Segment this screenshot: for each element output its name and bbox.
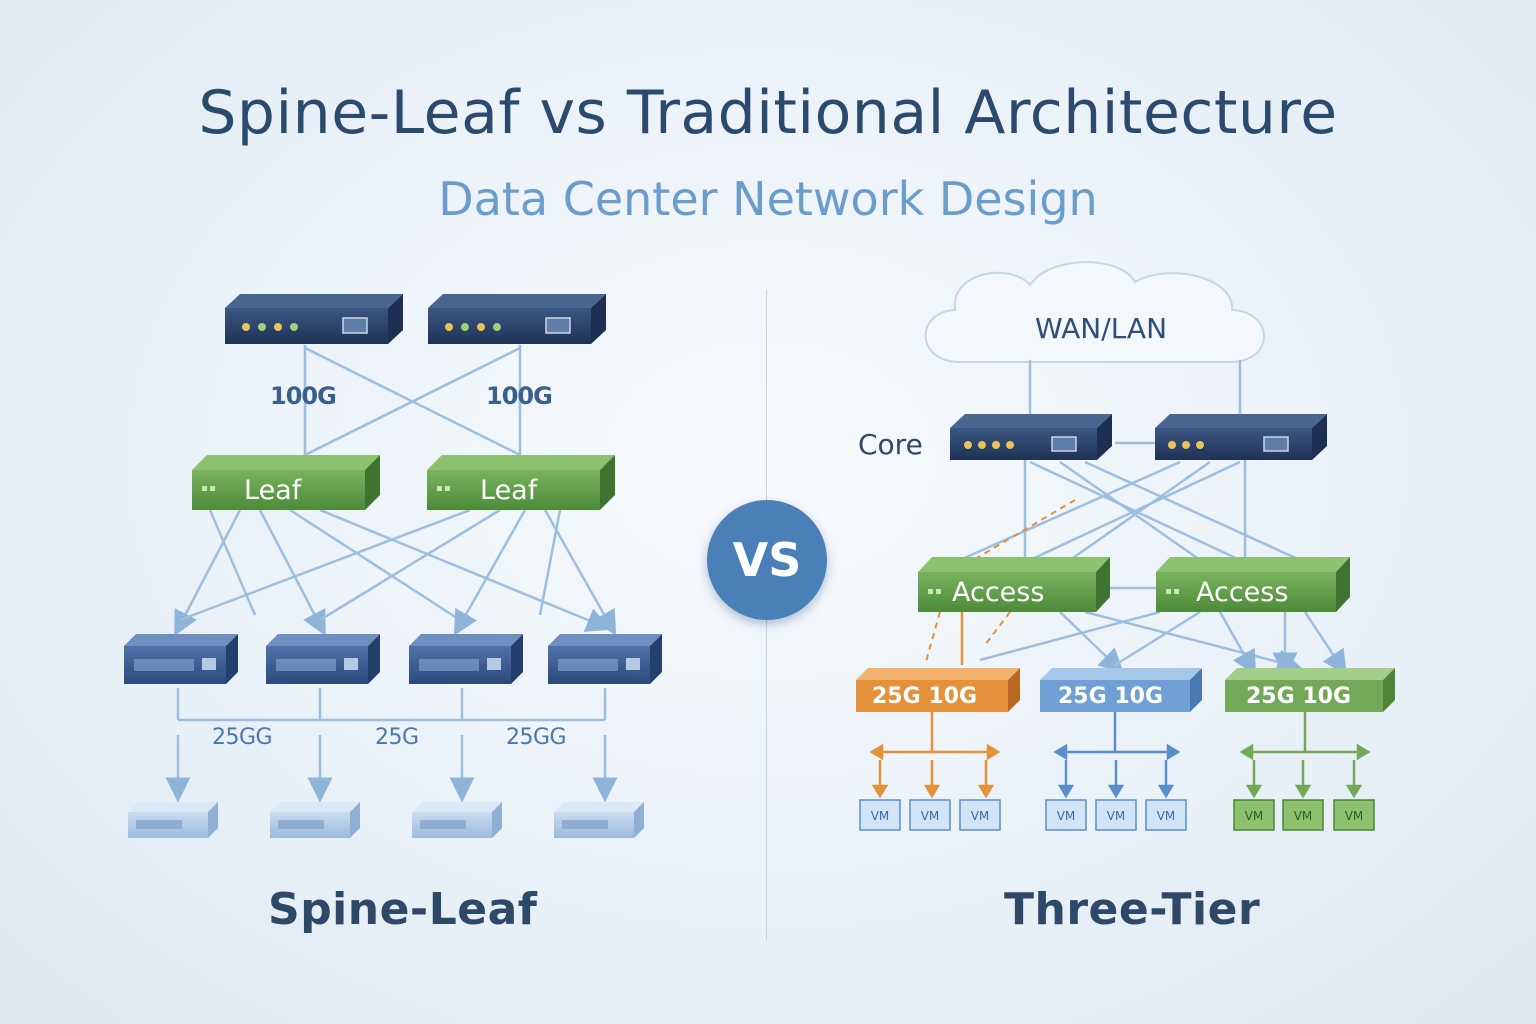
- three-tier-access-switch: Access: [918, 557, 1110, 612]
- server: [412, 802, 502, 838]
- three-tier-panel-label: Three-Tier: [1004, 884, 1261, 935]
- page-title: Spine-Leaf vs Traditional Architecture: [198, 78, 1338, 148]
- access-switch: [266, 634, 380, 684]
- wan-lan-label: WAN/LAN: [1035, 312, 1167, 345]
- server: [128, 802, 218, 838]
- leaf-switch: Leaf: [427, 455, 615, 510]
- aggregation-switch-orange: 25G 10G: [856, 668, 1020, 712]
- vm-group-blue: VM VM VM: [1045, 799, 1187, 831]
- vm-label: VM: [1245, 809, 1264, 823]
- core-switch: [950, 414, 1112, 460]
- leaf-label: Leaf: [244, 475, 303, 506]
- aggregation-label: 25G 10G: [872, 684, 977, 709]
- vm-group-orange: VM VM VM: [859, 799, 1001, 831]
- vm-group-green: VM VM VM: [1233, 799, 1375, 831]
- access-link-label: 25G: [375, 725, 419, 750]
- server: [554, 802, 644, 838]
- vm-box: VM: [1233, 799, 1275, 831]
- vm-label: VM: [1057, 809, 1076, 823]
- three-tier-access-switch: Access: [1156, 557, 1350, 612]
- vm-box: VM: [1333, 799, 1375, 831]
- spine-leaf-panel-label: Spine-Leaf: [268, 884, 538, 935]
- vm-box: VM: [1145, 799, 1187, 831]
- vm-box: VM: [1282, 799, 1324, 831]
- core-label: Core: [858, 428, 923, 461]
- aggregation-label: 25G 10G: [1246, 684, 1351, 709]
- core-switch: [1155, 414, 1327, 460]
- page-subtitle: Data Center Network Design: [438, 172, 1098, 226]
- leaf-switch: Leaf: [192, 455, 380, 510]
- aggregation-switch-green: 25G 10G: [1225, 668, 1395, 712]
- spine-switch: [428, 294, 606, 344]
- access-switch: [548, 634, 662, 684]
- spine-switch: [225, 294, 403, 344]
- vm-links-blue: [1053, 712, 1181, 799]
- spine-link-label: 100G: [270, 382, 337, 410]
- access-link-label: 25GG: [506, 725, 567, 750]
- vm-label: VM: [971, 809, 990, 823]
- vm-links-green: [1239, 712, 1371, 799]
- vm-box: VM: [1045, 799, 1087, 831]
- vm-box: VM: [1095, 799, 1137, 831]
- access-switch: [124, 634, 238, 684]
- vm-label: VM: [1294, 809, 1313, 823]
- vm-box: VM: [959, 799, 1001, 831]
- spine-leaf-links: [165, 345, 618, 803]
- wan-lan-cloud: WAN/LAN: [924, 261, 1265, 363]
- access-link-label: 25GG: [212, 725, 273, 750]
- leaf-label: Leaf: [480, 475, 539, 506]
- aggregation-label: 25G 10G: [1058, 684, 1163, 709]
- vm-box: VM: [859, 799, 901, 831]
- vm-label: VM: [1345, 809, 1364, 823]
- spine-link-label: 100G: [486, 382, 553, 410]
- vs-badge: VS: [707, 500, 827, 620]
- access-label: Access: [952, 577, 1044, 608]
- vm-box: VM: [909, 799, 951, 831]
- vm-links-orange: [869, 712, 1001, 799]
- vm-label: VM: [871, 809, 890, 823]
- three-tier-orange-links: [924, 499, 1076, 666]
- access-label: Access: [1196, 577, 1288, 608]
- three-tier-links: [959, 360, 1347, 678]
- server: [270, 802, 360, 838]
- aggregation-switch-blue: 25G 10G: [1040, 668, 1202, 712]
- vm-label: VM: [921, 809, 940, 823]
- access-switch: [409, 634, 523, 684]
- vm-label: VM: [1157, 809, 1176, 823]
- vm-label: VM: [1107, 809, 1126, 823]
